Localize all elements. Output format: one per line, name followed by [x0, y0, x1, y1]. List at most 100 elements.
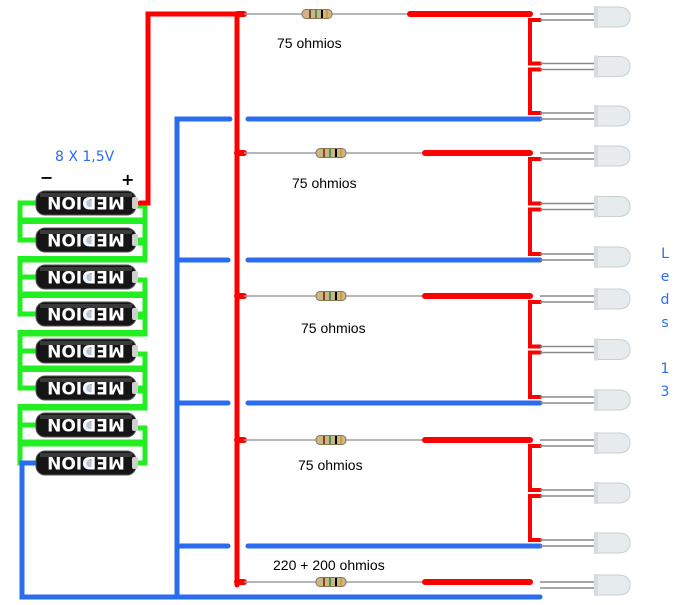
battery-cell: MEDION [35, 264, 138, 290]
battery-cell-highlight [40, 193, 132, 197]
resistor-band [323, 578, 325, 586]
battery-cell-glow [83, 347, 93, 357]
led [540, 338, 631, 361]
leds-label-char: s [661, 315, 669, 331]
battery-cell-glow [83, 236, 93, 246]
battery-cell-glow [83, 310, 93, 320]
battery-cell-highlight [40, 378, 132, 382]
led-body [595, 196, 631, 217]
led-series-jumper [528, 444, 542, 492]
battery-cell-highlight [40, 230, 132, 234]
battery-cell-glow [83, 421, 93, 431]
resistor [301, 9, 333, 19]
led-body [595, 145, 631, 167]
led-flange [594, 105, 598, 127]
battery-cell-highlight [40, 267, 132, 271]
series-link-wire [17, 240, 148, 280]
led-body [595, 532, 631, 554]
series-link-wire [17, 351, 148, 391]
resistor-band [335, 149, 337, 157]
resistor-band [326, 10, 328, 18]
series-link-wire [17, 203, 148, 243]
led-series-jumper [528, 207, 542, 256]
battery-cell: MEDION [35, 375, 138, 401]
resistor-band [340, 292, 342, 300]
resistor-band [309, 10, 311, 18]
resistor [315, 435, 347, 445]
negative-terminal-sign: − [40, 168, 54, 187]
led [540, 195, 631, 218]
resistor-band [335, 436, 337, 444]
resistor-band [321, 10, 323, 18]
battery-cell-terminal [132, 419, 138, 431]
battery-cell-glow [83, 384, 93, 394]
led-series-jumper [528, 67, 542, 115]
battery-cell-terminal [132, 345, 138, 357]
resistor-band [329, 578, 331, 586]
resistor-band [329, 149, 331, 157]
leds-label-char: 3 [660, 384, 670, 400]
leds-label-char: L [661, 246, 669, 262]
branch-3-resistor-label: 75 ohmios [301, 320, 366, 336]
led-series-jumper [528, 350, 542, 399]
resistor-band [323, 292, 325, 300]
battery-cell: MEDION [35, 450, 138, 476]
led-flange [594, 55, 598, 78]
led-body [595, 482, 631, 504]
battery-cell-terminal [132, 197, 138, 209]
battery-cell-glow [83, 459, 93, 469]
battery-cell: MEDION [35, 301, 138, 327]
resistor [315, 577, 347, 587]
led [540, 55, 631, 78]
battery-cell-highlight [40, 341, 132, 345]
led-flange [594, 246, 598, 268]
battery-cell-highlight [40, 453, 132, 457]
battery-cell-terminal [132, 308, 138, 320]
led-flange [594, 145, 598, 167]
led-flange [594, 574, 598, 596]
negative-feed-wire [19, 460, 543, 600]
led [540, 246, 631, 268]
branch-2-resistor-label: 75 ohmios [292, 175, 357, 191]
resistor-band [340, 578, 342, 586]
battery-cell: MEDION [35, 338, 138, 364]
resistor-band [340, 149, 342, 157]
branch-1-resistor-label: 75 ohmios [277, 35, 342, 51]
resistor-band [329, 436, 331, 444]
led-flange [594, 482, 598, 504]
led-flange [594, 389, 598, 411]
resistor-band [329, 292, 331, 300]
battery-cell-terminal [132, 234, 138, 246]
resistor-band [323, 149, 325, 157]
resistor-band [335, 292, 337, 300]
leds-label-char [658, 335, 672, 358]
resistor-band [340, 436, 342, 444]
battery-cell-glow [83, 199, 93, 209]
led-body [595, 105, 631, 127]
led [540, 574, 631, 596]
leds-label-char: e [660, 269, 670, 285]
battery-cell: MEDION [35, 190, 138, 216]
battery-cell-glow [83, 273, 93, 283]
resistor-band [335, 578, 337, 586]
led [540, 145, 631, 167]
leds-label-char: d [660, 292, 670, 308]
positive-feed-wire [137, 11, 240, 206]
positive-terminal-sign: + [121, 170, 135, 189]
led-series-jumper [528, 18, 542, 66]
led-flange [594, 338, 598, 361]
resistor [315, 291, 347, 301]
leds-label-char: 1 [660, 361, 670, 377]
battery-cell-highlight [40, 304, 132, 308]
led [540, 482, 631, 504]
led [540, 6, 631, 28]
led-flange [594, 288, 598, 310]
resistor-band [315, 10, 317, 18]
series-link-wire [17, 314, 148, 354]
led [540, 532, 631, 554]
led-series-jumper [528, 157, 542, 206]
led-body [595, 6, 631, 28]
led [540, 432, 631, 454]
led-body [595, 574, 631, 596]
